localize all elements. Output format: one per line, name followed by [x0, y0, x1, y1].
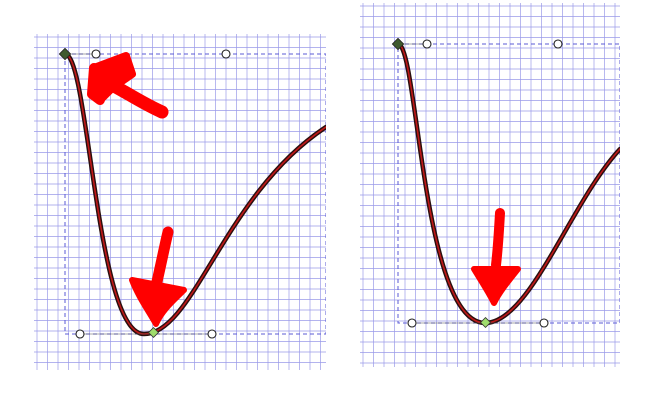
annotation-arrow-down [471, 208, 521, 306]
node-bottom-smooth[interactable] [479, 316, 492, 329]
annotation-arrow-up-left [87, 52, 169, 119]
bezier-handle[interactable] [407, 318, 417, 328]
node-bottom-smooth[interactable] [147, 326, 160, 339]
bezier-handle[interactable] [422, 39, 432, 49]
bezier-handle[interactable] [91, 49, 101, 59]
bezier-handle[interactable] [207, 329, 217, 339]
bezier-handle[interactable] [221, 49, 231, 59]
canvas-before[interactable] [34, 34, 326, 370]
bezier-handle[interactable] [553, 39, 563, 49]
canvas-after-svg[interactable] [360, 3, 620, 367]
grid [360, 3, 620, 367]
bezier-handle[interactable] [539, 318, 549, 328]
canvas-after[interactable] [360, 3, 620, 367]
annotation-arrow-down [129, 226, 187, 327]
node-start-smooth[interactable] [391, 37, 405, 51]
bezier-handle[interactable] [75, 329, 85, 339]
canvas-before-svg[interactable] [34, 34, 326, 370]
bounding-box [64, 53, 326, 335]
node-start-cusp[interactable] [58, 47, 72, 61]
bezier-curve[interactable] [397, 43, 620, 324]
